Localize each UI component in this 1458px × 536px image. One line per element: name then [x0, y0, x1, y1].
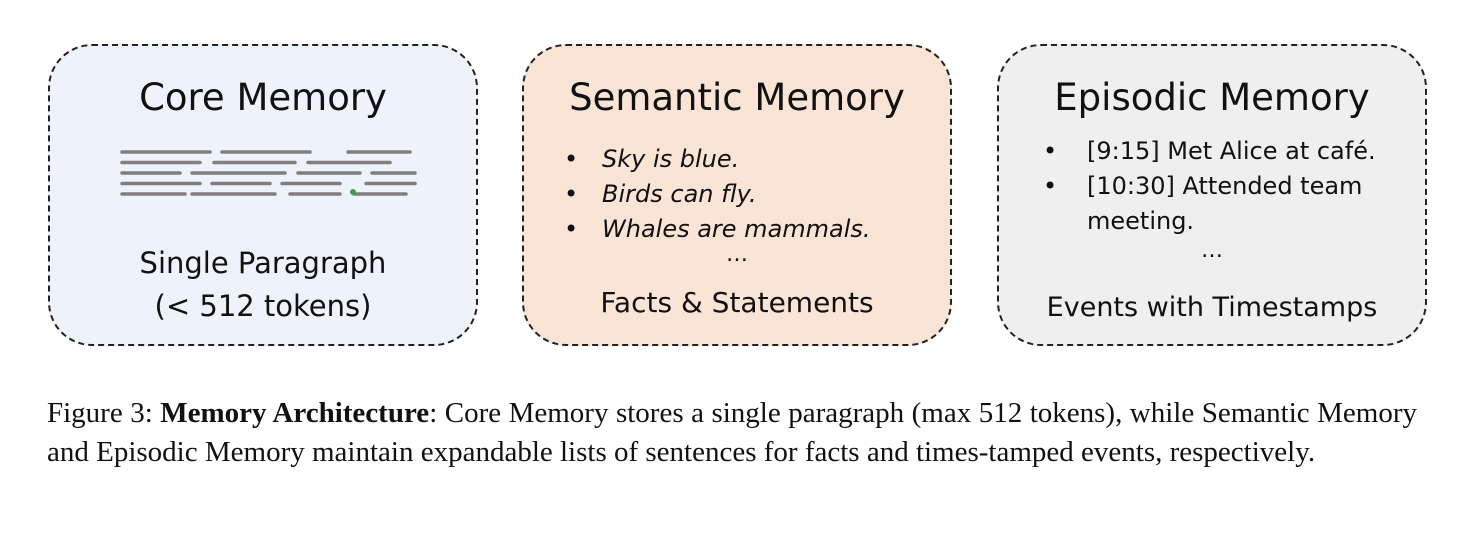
- semantic-memory-title: Semantic Memory: [569, 76, 905, 119]
- bullet-icon: •: [564, 145, 579, 173]
- core-caption-line1: Single Paragraph: [139, 246, 387, 280]
- core-memory-title: Core Memory: [139, 76, 387, 119]
- episodic-memory-footer: Events with Timestamps: [1046, 292, 1378, 323]
- figure-caption-bold: Memory Architecture: [160, 397, 430, 429]
- fact-text: Birds can fly.: [602, 180, 757, 208]
- core-memory-caption: Single Paragraph (< 512 tokens): [50, 242, 476, 328]
- semantic-ellipsis: …: [726, 242, 748, 267]
- list-item: • Sky is blue.: [564, 142, 871, 177]
- semantic-memory-footer: Facts & Statements: [600, 286, 874, 319]
- list-item: • Whales are mammals.: [564, 212, 871, 247]
- bullet-icon: •: [564, 215, 579, 243]
- semantic-memory-box: Semantic Memory • Sky is blue. • Birds can…: [522, 44, 952, 346]
- episodic-memory-box: Episodic Memory • [9:15] Met Alice at caf…: [997, 44, 1427, 346]
- episodic-memory-title: Episodic Memory: [1054, 76, 1370, 119]
- bullet-icon: •: [1043, 137, 1058, 165]
- semantic-facts-list: • Sky is blue. • Birds can fly. • Whales ar…: [564, 142, 871, 247]
- figure-caption: Figure 3: Memory Architecture: Core Memo…: [47, 394, 1417, 472]
- paragraph-dot: [350, 189, 356, 195]
- fact-text: Sky is blue.: [602, 145, 740, 173]
- fact-text: Whales are mammals.: [602, 215, 871, 243]
- list-item: • Birds can fly.: [564, 177, 871, 212]
- list-item: • [9:15] Met Alice at café.: [1043, 134, 1387, 169]
- episodic-events-list: • [9:15] Met Alice at café. • [10:30] Atte…: [1043, 134, 1387, 239]
- event-text: [9:15] Met Alice at café.: [1087, 137, 1376, 165]
- bullet-icon: •: [564, 180, 579, 208]
- episodic-ellipsis: …: [1201, 238, 1223, 263]
- core-memory-box: Core Memory Single Paragraph (< 512 toke…: [48, 44, 478, 346]
- event-text: [10:30] Attended team meeting.: [1087, 172, 1363, 235]
- bullet-icon: •: [1043, 172, 1058, 200]
- paragraph-lines-icon: [120, 150, 417, 196]
- figure-caption-text: : Core Memory stores a single paragraph …: [47, 397, 1418, 468]
- core-caption-line2: (< 512 tokens): [154, 289, 372, 323]
- figure-label: Figure 3:: [47, 397, 153, 429]
- list-item: • [10:30] Attended team meeting.: [1043, 169, 1387, 239]
